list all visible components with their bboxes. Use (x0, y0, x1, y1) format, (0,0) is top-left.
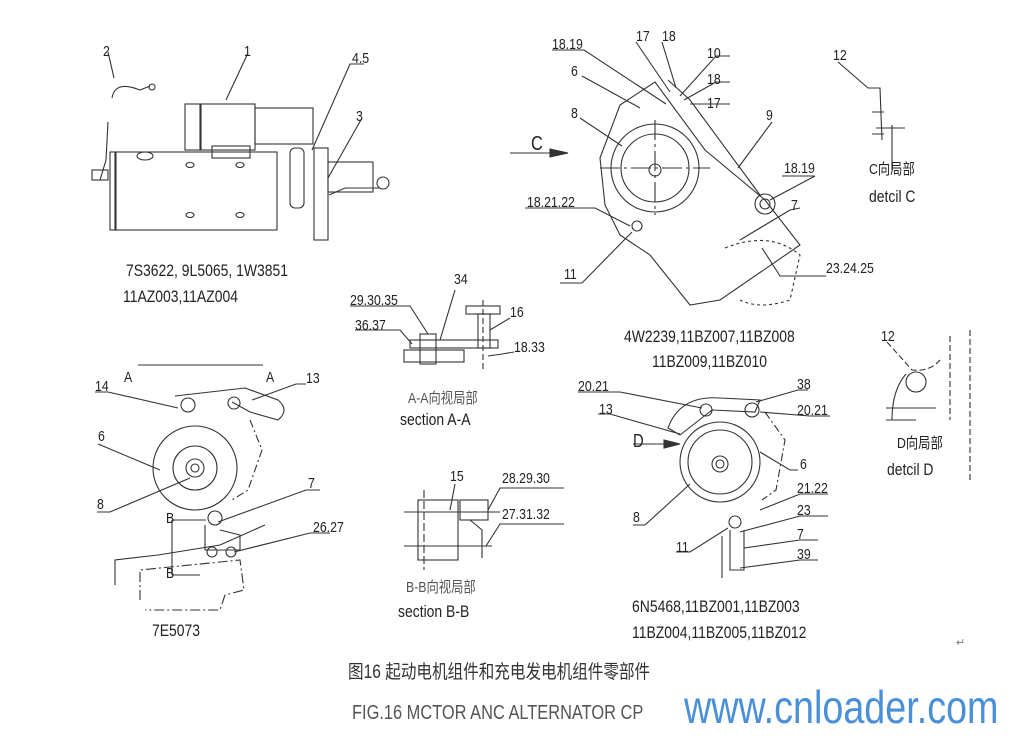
return-mark: ↵ (956, 637, 966, 649)
view-d-marker: D (633, 431, 644, 451)
alternator-top-part-numbers-2: 11BZ009,11BZ010 (652, 352, 767, 371)
alternator-left-part-number: 7E5073 (152, 621, 201, 640)
view-c-marker: C (531, 133, 543, 155)
callout-13: 13 (306, 370, 320, 387)
callout-10: 10 (707, 45, 721, 62)
callout-23-24-25: 23.24.25 (826, 260, 874, 277)
alternator-top-part-numbers-1: 4W2239,11BZ007,11BZ008 (624, 327, 795, 346)
alternator-right-drawing (667, 397, 786, 578)
callout-11-right: 11 (676, 539, 689, 556)
watermark: www.cnloader.com (684, 681, 999, 733)
detail-d-label-cn: D向局部 (897, 435, 943, 452)
callout-9: 9 (766, 107, 773, 124)
callout-23: 23 (797, 502, 811, 519)
section-a-marker-left: A (124, 369, 133, 386)
callout-7: 7 (791, 197, 798, 214)
starter-part-numbers-1: 7S3622, 9L5065, 1W3851 (126, 261, 289, 280)
section-bb-drawing (404, 490, 500, 570)
section-a-marker-right: A (266, 369, 275, 386)
figure-caption-cn: 图16 起动电机组件和充电发电机组件零部件 (348, 662, 651, 683)
callout-17b: 17 (707, 95, 721, 112)
callout-39: 39 (797, 546, 811, 563)
callout-20-21: 20.21 (578, 378, 609, 395)
section-b-marker-top: B (166, 510, 175, 527)
callout-2: 2 (103, 43, 110, 60)
callout-14: 14 (95, 378, 109, 395)
figure-caption-en: FIG.16 MCTOR ANC ALTERNATOR CP (352, 702, 644, 724)
starter-motor-drawing (91, 83, 390, 241)
callout-15: 15 (450, 468, 464, 485)
detail-c-label-en: detcil C (869, 187, 916, 206)
section-bb-label-en: section B-B (398, 602, 470, 621)
callout-38: 38 (797, 376, 811, 393)
alternator-left-drawing (114, 364, 285, 611)
callout-4-5: 4.5 (352, 50, 370, 67)
callout-18b: 18 (707, 71, 721, 88)
callout-34: 34 (454, 271, 468, 288)
detail-c-callout-12: 12 (833, 47, 847, 64)
section-b-marker-bottom: B (166, 565, 175, 582)
callout-8-right: 8 (633, 509, 640, 526)
section-bb-label-cn: B-B向视局部 (406, 579, 476, 596)
section-aa-drawing (403, 300, 501, 372)
callout-8: 8 (571, 105, 578, 122)
detail-d-label-en: detcil D (887, 460, 934, 479)
callout-6-left: 6 (98, 428, 105, 445)
detail-c-label-cn: C向局部 (869, 161, 915, 178)
section-aa-label-cn: A-A向视局部 (408, 390, 478, 407)
callout-6-right: 6 (800, 456, 807, 473)
callout-8-left: 8 (97, 496, 104, 513)
callout-36-37: 36.37 (355, 317, 386, 334)
callout-17: 17 (636, 28, 650, 45)
detail-d-callout-12: 12 (881, 328, 895, 345)
callout-27-31-32: 27.31.32 (502, 506, 550, 523)
callout-18-33: 18.33 (514, 339, 545, 356)
callout-11: 11 (564, 266, 577, 283)
callout-18-21-22: 18.21.22 (527, 194, 575, 211)
callout-29-30-35: 29.30.35 (350, 292, 398, 309)
callout-18-19: 18.19 (552, 36, 583, 53)
callout-18: 18 (662, 28, 676, 45)
alternator-right-part-numbers-2: 11BZ004,11BZ005,11BZ012 (632, 623, 807, 642)
callout-28-29-30: 28.29.30 (502, 470, 550, 487)
callout-20-21b: 20.21 (797, 402, 828, 419)
callout-26-27: 26.27 (313, 519, 344, 536)
callout-7-right: 7 (797, 526, 804, 543)
alternator-right-part-numbers-1: 6N5468,11BZ001,11BZ003 (632, 597, 800, 616)
callout-21-22: 21.22 (797, 480, 828, 497)
callout-7-left: 7 (308, 475, 315, 492)
section-aa-label-en: section A-A (400, 410, 471, 429)
starter-part-numbers-2: 11AZ003,11AZ004 (123, 287, 238, 306)
callout-16: 16 (510, 304, 524, 321)
callout-18-19b: 18.19 (784, 160, 815, 177)
callout-1: 1 (244, 43, 251, 60)
callout-13-right: 13 (599, 401, 613, 418)
callout-3: 3 (356, 108, 363, 125)
callout-6: 6 (571, 63, 578, 80)
